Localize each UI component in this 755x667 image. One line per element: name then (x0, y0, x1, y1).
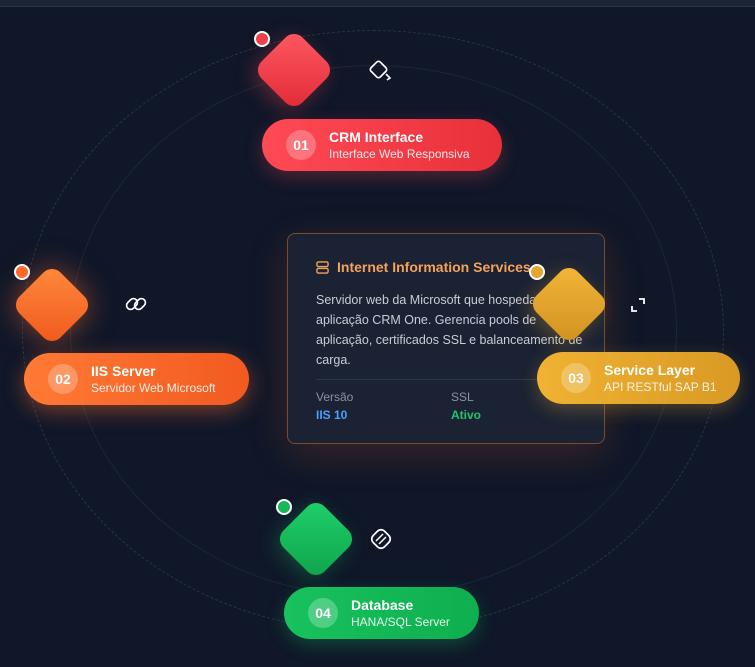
service-layer-number-badge: 03 (561, 363, 591, 393)
top-bar (0, 0, 755, 7)
ssl-value: Ativo (451, 408, 481, 422)
iis-subtitle: Servidor Web Microsoft (91, 380, 216, 395)
iis-status-dot (14, 264, 30, 280)
crm-number-badge: 01 (286, 130, 316, 160)
detail-card-description: Servidor web da Microsoft que hospeda a … (316, 293, 583, 367)
crm-label-pill[interactable]: 01 CRM Interface Interface Web Responsiv… (262, 119, 502, 171)
detail-card-divider (316, 379, 578, 380)
service-layer-subtitle: API RESTful SAP B1 (604, 379, 717, 394)
expand-icon[interactable] (625, 292, 651, 318)
crm-subtitle: Interface Web Responsiva (329, 146, 470, 161)
link-icon[interactable] (123, 291, 149, 317)
version-value: IIS 10 (316, 408, 348, 422)
crm-title: CRM Interface (329, 128, 424, 145)
crm-status-dot (254, 31, 270, 47)
service-layer-title: Service Layer (604, 361, 696, 378)
iis-label-pill[interactable]: 02 IIS Server Servidor Web Microsoft (24, 353, 249, 405)
pencil-box-icon[interactable] (366, 57, 392, 83)
server-icon (316, 260, 329, 274)
ssl-label: SSL (451, 390, 474, 404)
database-title: Database (351, 596, 414, 613)
detail-card-title: Internet Information Services (337, 259, 531, 275)
service-layer-label-pill[interactable]: 03 Service Layer API RESTful SAP B1 (537, 352, 740, 404)
database-subtitle: HANA/SQL Server (351, 614, 450, 629)
version-label: Versão (316, 390, 354, 404)
database-label-pill[interactable]: 04 Database HANA/SQL Server (284, 587, 479, 639)
database-status-dot (276, 499, 292, 515)
detail-card: Internet Information Services Servidor w… (287, 233, 605, 444)
iis-number-badge: 02 (48, 364, 78, 394)
database-icon[interactable] (368, 526, 394, 552)
database-number-badge: 04 (308, 598, 338, 628)
service-layer-status-dot (529, 264, 545, 280)
iis-title: IIS Server (91, 362, 156, 379)
detail-card-header: Internet Information Services (316, 259, 531, 275)
